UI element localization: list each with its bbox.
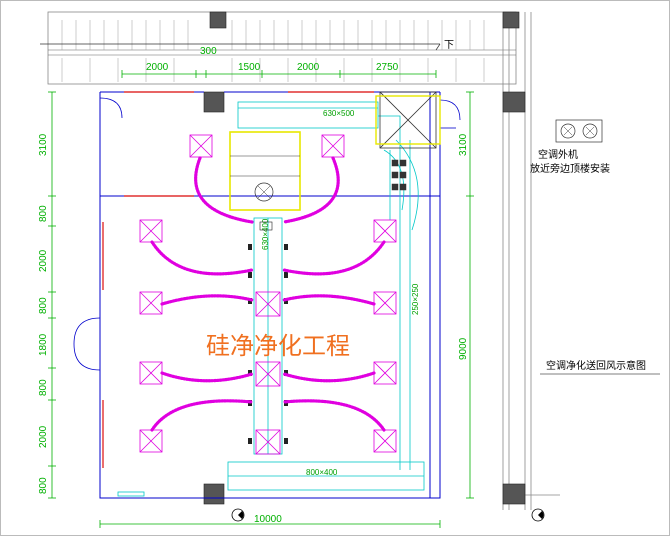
right-corridor	[502, 12, 560, 510]
control-panel	[391, 159, 407, 191]
right-duct-size: 250×250	[411, 283, 420, 315]
dim-left-1: 3100	[38, 133, 49, 156]
dim-left-7: 2000	[38, 425, 49, 448]
diffuser	[373, 219, 397, 243]
diffuser	[373, 429, 397, 453]
diffusers	[139, 134, 397, 455]
flex-ducts	[150, 156, 386, 432]
dim-top-5: 2750	[376, 62, 399, 73]
dim-left-2: 800	[38, 205, 49, 222]
fan-icon	[254, 182, 274, 202]
drawing-title: 空调净化送回风示意图	[546, 359, 646, 372]
dim-right-2: 9000	[458, 337, 469, 360]
outdoor-unit-label: 空调外机	[538, 148, 578, 161]
diffuser	[139, 429, 163, 453]
dim-bottom: 10000	[254, 514, 282, 525]
outdoor-unit	[555, 119, 603, 143]
stair-down-mark: 下	[444, 40, 454, 51]
shaft-box	[375, 91, 441, 149]
diffuser	[139, 291, 163, 315]
dim-left-3: 2000	[38, 249, 49, 272]
doors	[73, 97, 461, 497]
dim-top-3: 1500	[238, 62, 261, 73]
duct-network	[227, 101, 425, 491]
dim-top-2: 300	[200, 46, 217, 57]
top-duct-size: 630×500	[323, 109, 355, 118]
outdoor-unit-note: 放近旁边顶楼安装	[530, 162, 610, 175]
columns	[203, 11, 526, 505]
dim-top-4: 2000	[297, 62, 320, 73]
diffuser	[189, 134, 213, 158]
bottom-duct-size: 800×400	[306, 468, 338, 477]
center-duct-size: 630×400	[261, 218, 270, 250]
dim-left-8: 800	[38, 477, 49, 494]
air-handling-unit	[229, 131, 301, 211]
diffuser	[373, 291, 397, 315]
dim-top-1: 2000	[146, 62, 169, 73]
windows	[102, 91, 374, 468]
diffuser	[139, 361, 163, 385]
dim-left-5: 1800	[38, 333, 49, 356]
dimension-lines	[48, 70, 474, 528]
diffuser	[321, 134, 345, 158]
diffuser	[255, 361, 281, 387]
column-mark-left	[231, 508, 245, 522]
outdoor-fan-icon	[560, 123, 576, 139]
column-mark-right	[531, 508, 545, 522]
diffuser	[255, 291, 281, 317]
diffuser	[255, 429, 281, 455]
diffuser	[373, 361, 397, 385]
watermark-text: 硅净净化工程	[206, 332, 350, 360]
stair-block: 下	[40, 11, 517, 85]
diffuser	[139, 219, 163, 243]
dim-left-6: 800	[38, 379, 49, 396]
dim-right-1: 3100	[458, 133, 469, 156]
outdoor-fan-icon	[582, 123, 598, 139]
dim-left-4: 800	[38, 297, 49, 314]
